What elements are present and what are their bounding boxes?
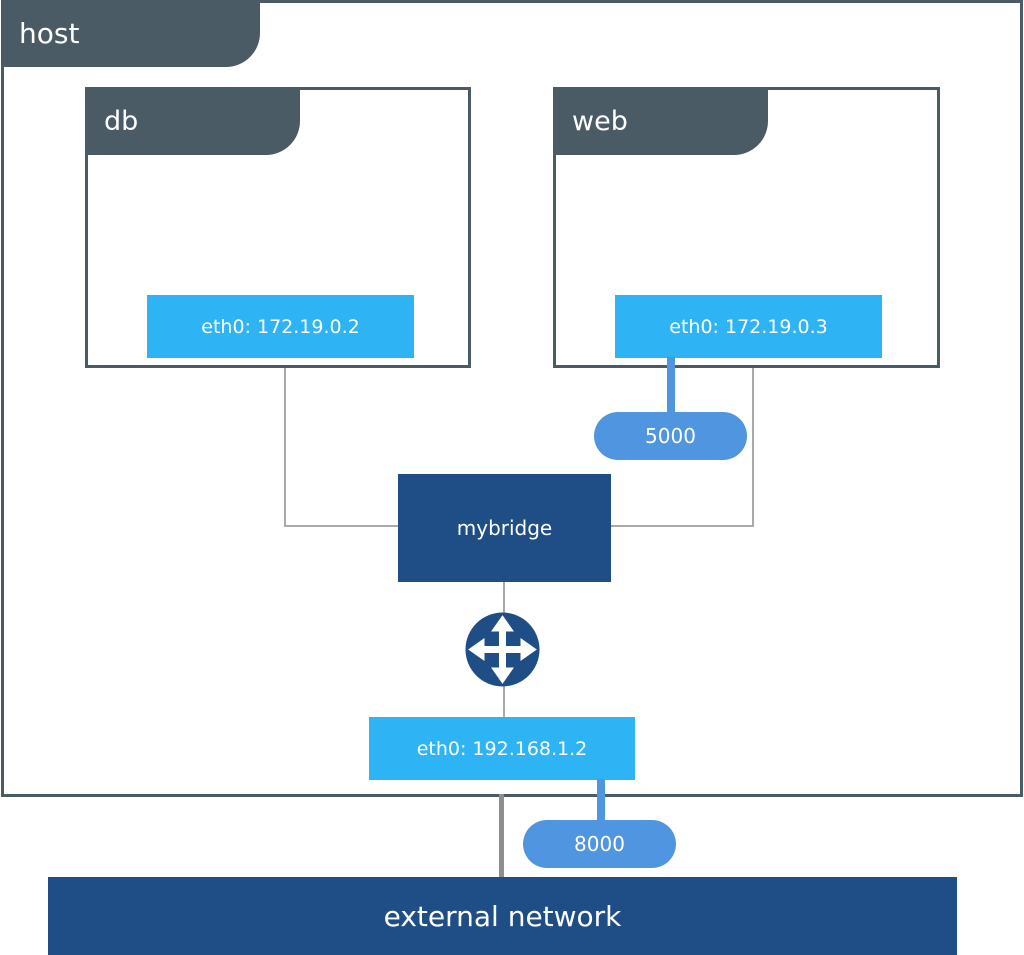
- db-label: db: [85, 87, 300, 155]
- db-to-bridge-vertical-line: [284, 368, 286, 527]
- host-eth0-interface: eth0: 192.168.1.2: [369, 717, 635, 780]
- external-network-bar: external network: [48, 877, 957, 955]
- web-port-connector: [667, 357, 675, 415]
- host-label: host: [1, 0, 260, 67]
- router-icon: [465, 612, 540, 687]
- web-to-bridge-vertical-line: [752, 368, 754, 527]
- web-to-bridge-horizontal-line: [611, 525, 754, 527]
- db-to-bridge-horizontal-line: [284, 525, 398, 527]
- web-eth0-interface: eth0: 172.19.0.3: [615, 295, 882, 358]
- host-to-external-line: [499, 794, 504, 878]
- web-port-badge: 5000: [594, 412, 747, 460]
- host-port-connector: [597, 779, 605, 822]
- mybridge-box: mybridge: [398, 474, 611, 582]
- host-port-badge: 8000: [523, 820, 676, 868]
- db-eth0-interface: eth0: 172.19.0.2: [147, 295, 414, 358]
- web-label: web: [553, 87, 768, 155]
